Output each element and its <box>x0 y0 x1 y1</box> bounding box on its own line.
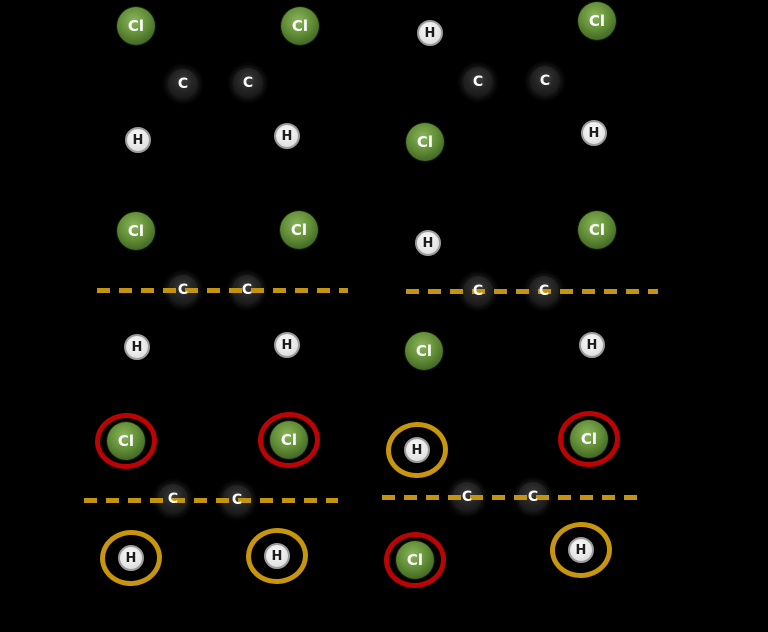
atom-label-h: H <box>281 337 293 353</box>
atom-c: C <box>168 69 198 99</box>
atom-h: H <box>124 334 150 360</box>
atom-label-cl: Cl <box>406 550 424 569</box>
atom-label-c: C <box>461 489 473 505</box>
atom-label-cl: Cl <box>290 220 308 239</box>
atom-label-cl: Cl <box>415 341 433 360</box>
atom-h: H <box>404 437 430 463</box>
atom-cl: Cl <box>578 2 616 40</box>
atom-cl: Cl <box>270 421 308 459</box>
atom-label-cl: Cl <box>280 430 298 449</box>
atom-label-cl: Cl <box>580 429 598 448</box>
atom-label-c: C <box>527 489 539 505</box>
atom-cl: Cl <box>396 541 434 579</box>
dashed-bond-axis-line <box>406 288 658 294</box>
atom-h: H <box>579 332 605 358</box>
atom-cl: Cl <box>570 420 608 458</box>
atom-label-c: C <box>231 492 243 508</box>
atom-label-c: C <box>241 282 253 298</box>
atom-h: H <box>125 127 151 153</box>
atom-cl: Cl <box>117 212 155 250</box>
atom-label-h: H <box>281 128 293 144</box>
atom-label-cl: Cl <box>291 16 309 35</box>
atom-label-cl: Cl <box>588 220 606 239</box>
atom-label-h: H <box>125 550 137 566</box>
atom-label-cl: Cl <box>127 221 145 240</box>
atom-label-c: C <box>539 73 551 89</box>
atom-cl: Cl <box>578 211 616 249</box>
dashed-bond-axis-line <box>84 497 338 503</box>
atom-label-h: H <box>271 548 283 564</box>
atom-label-cl: Cl <box>117 431 135 450</box>
atom-c: C <box>233 68 263 98</box>
atom-label-cl: Cl <box>588 11 606 30</box>
atom-cl: Cl <box>280 211 318 249</box>
atom-cl: Cl <box>281 7 319 45</box>
atom-label-h: H <box>424 25 436 41</box>
atom-h: H <box>417 20 443 46</box>
atom-label-cl: Cl <box>416 132 434 151</box>
atom-label-cl: Cl <box>127 16 145 35</box>
atom-h: H <box>264 543 290 569</box>
atom-label-c: C <box>177 282 189 298</box>
atom-label-h: H <box>411 442 423 458</box>
atom-h: H <box>581 120 607 146</box>
atom-label-c: C <box>177 76 189 92</box>
dashed-bond-axis-line <box>382 494 637 500</box>
atom-h: H <box>274 123 300 149</box>
atom-label-h: H <box>422 235 434 251</box>
atom-cl: Cl <box>405 332 443 370</box>
atom-h: H <box>568 537 594 563</box>
atom-cl: Cl <box>117 7 155 45</box>
atom-label-c: C <box>538 283 550 299</box>
atom-label-c: C <box>472 74 484 90</box>
atom-h: H <box>118 545 144 571</box>
atom-c: C <box>463 67 493 97</box>
atom-label-c: C <box>167 491 179 507</box>
atom-cl: Cl <box>107 422 145 460</box>
atom-cl: Cl <box>406 123 444 161</box>
atom-label-h: H <box>132 132 144 148</box>
atom-label-h: H <box>575 542 587 558</box>
atom-h: H <box>274 332 300 358</box>
dashed-bond-axis-line <box>97 287 348 293</box>
atom-label-h: H <box>588 125 600 141</box>
atom-label-c: C <box>472 283 484 299</box>
atom-c: C <box>530 66 560 96</box>
atom-label-c: C <box>242 75 254 91</box>
atom-label-h: H <box>131 339 143 355</box>
atom-label-h: H <box>586 337 598 353</box>
atom-h: H <box>415 230 441 256</box>
